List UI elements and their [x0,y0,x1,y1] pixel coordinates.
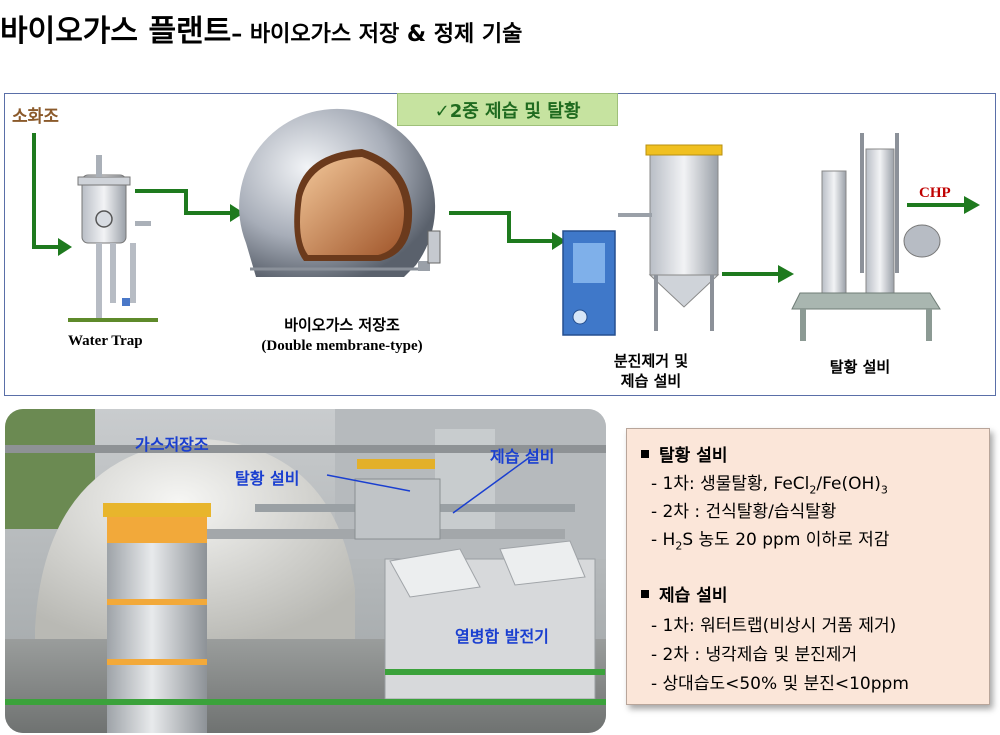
flow-arrows [32,133,966,276]
chp-output-label: CHP [919,185,951,201]
section-desulf-heading: 탈황 설비 [641,441,727,466]
plant-photo: 가스저장조 제습 설비 탈황 설비 열병합 발전기 [5,409,606,733]
title-sub: – 바이오가스 저장 & 정제 기술 [231,22,523,47]
desulf-label: 탈황 설비 [829,358,891,376]
arrow-source-to-trap [32,133,60,249]
water-trap-illustration [68,155,158,322]
desulf-illustration [791,133,941,341]
bullet-icon [641,450,649,458]
spec-info-box: 탈황 설비 - 1차: 생물탈황, FeCl2/Fe(OH)3 - 2차 : 건… [626,428,990,705]
section-dehumid-heading: 제습 설비 [641,581,727,606]
desulf-line-1: - 1차: 생물탈황, FeCl2/Fe(OH)3 [651,474,888,497]
pointer-dehumid [452,456,531,514]
process-diagram [32,108,980,341]
source-label: 소화조 [12,107,59,127]
plant-photo-drawing [5,409,606,733]
arrow-heads [58,196,980,283]
desulf-line-3: - H2S 농도 20 ppm 이하로 저감 [651,530,890,553]
dehumid-line-2: - 2차 : 냉각제습 및 분진제거 [651,645,858,665]
pointer-desulf [326,474,411,492]
gas-storage-dome-illustration [239,108,441,277]
arrow-trap-to-storage [135,189,232,215]
photo-label-chp: 열병합 발전기 [455,627,549,646]
photo-label-dehumid: 제습 설비 [490,447,555,466]
dust-label-1: 분진제거 및 [613,352,689,370]
page-title: 바이오가스 플랜트– 바이오가스 저장 & 정제 기술 [0,6,522,50]
dehumid-line-3: - 상대습도<50% 및 분진<10ppm [651,674,909,694]
photo-label-desulf: 탈황 설비 [235,469,300,488]
desulf-line-2: - 2차 : 건식탈황/습식탈황 [651,502,837,522]
title-main: 바이오가스 플랜트 [0,14,232,49]
storage-label-2: (Double membrane-type) [261,338,423,354]
storage-label-1: 바이오가스 저장조 [284,316,400,334]
dual-treatment-badge: ✓2중 제습 및 탈황 [397,93,618,126]
bullet-icon [641,590,649,598]
dust-dehumid-illustration [562,144,723,336]
dehumid-line-1: - 1차: 워터트랩(비상시 거품 제거) [651,616,897,636]
arrow-storage-to-dust [449,211,554,243]
water-trap-label: Water Trap [68,333,143,349]
dust-label-2: 제습 설비 [620,372,682,390]
photo-label-gas-storage: 가스저장조 [135,435,209,454]
